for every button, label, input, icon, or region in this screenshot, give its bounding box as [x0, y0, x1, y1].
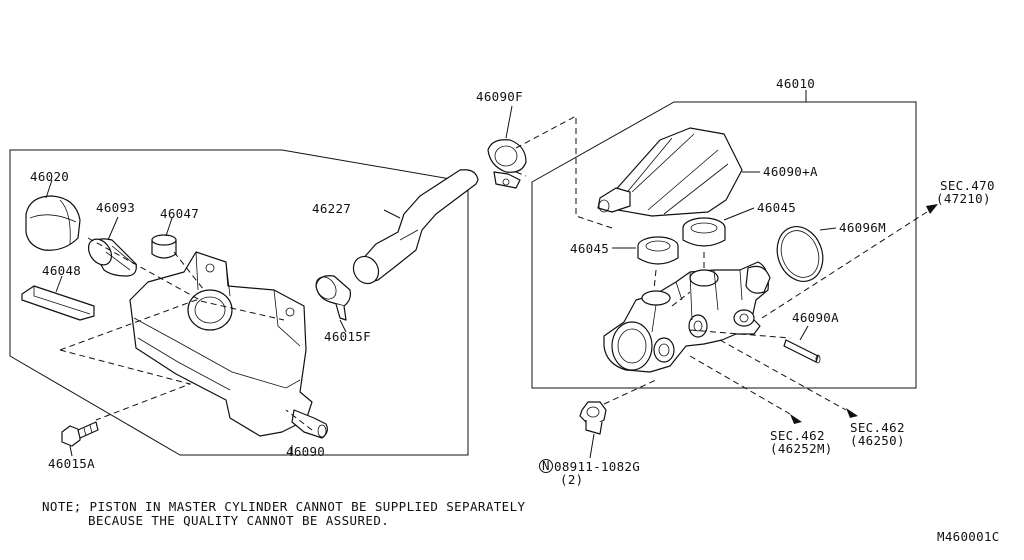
label-sec462-46252M-ref: (46252M)	[770, 441, 833, 456]
clamp-46015F[interactable]	[312, 273, 351, 321]
reservoir-cover-46090plusA[interactable]	[597, 127, 743, 217]
label-sec470-ref: (47210)	[936, 191, 991, 206]
pin-46090A[interactable]	[783, 339, 821, 364]
arrow-sec462b	[846, 408, 858, 418]
master-cylinder-frame	[531, 101, 917, 389]
label-46045-lower[interactable]: 46045	[570, 241, 609, 256]
label-46227[interactable]: 46227	[312, 201, 351, 216]
label-sec462-46252M[interactable]: SEC.462	[770, 428, 825, 443]
label-46015F[interactable]: 46015F	[324, 329, 371, 344]
diagram-code: M460001C	[937, 529, 1000, 544]
label-nut-qty: (2)	[560, 472, 583, 487]
label-46045-upper[interactable]: 46045	[757, 200, 796, 215]
note-line-2: BECAUSE THE QUALITY CANNOT BE ASSURED.	[88, 513, 389, 528]
arrow-sec462a	[790, 414, 802, 424]
seal-46047[interactable]	[151, 234, 177, 259]
label-46015A[interactable]: 46015A	[48, 456, 95, 471]
nut-08911-1082G[interactable]	[579, 401, 607, 435]
bolt-46015A[interactable]	[61, 421, 99, 447]
label-46090[interactable]: 46090	[286, 444, 325, 459]
bracket-46048[interactable]	[21, 285, 95, 321]
label-46010[interactable]: 46010	[776, 76, 815, 91]
arrow-sec470	[926, 204, 938, 214]
reservoir-tank[interactable]	[129, 251, 328, 439]
hose-46227[interactable]	[349, 169, 479, 288]
label-46090A[interactable]: 46090A	[792, 310, 839, 325]
label-46090plusA[interactable]: 46090+A	[763, 164, 818, 179]
label-46048[interactable]: 46048	[42, 263, 81, 278]
seal-46045-lower[interactable]	[637, 236, 679, 265]
clamp-46090F[interactable]	[487, 139, 527, 189]
label-sec462-46250[interactable]: SEC.462	[850, 420, 905, 435]
reservoir-assembly-frame	[9, 149, 469, 456]
n-symbol: N	[542, 458, 550, 473]
label-46020[interactable]: 46020	[30, 169, 69, 184]
label-nut-08911-1082G[interactable]: 08911-1082G	[554, 459, 640, 474]
master-cylinder-body[interactable]	[603, 261, 771, 373]
label-sec462-46250-ref: (46250)	[850, 433, 905, 448]
label-sec470[interactable]: SEC.470	[940, 178, 995, 193]
seal-46045-upper[interactable]	[682, 217, 726, 247]
label-46093[interactable]: 46093	[96, 200, 135, 215]
reservoir-cap-46020[interactable]	[25, 195, 81, 251]
n-symbol-circle	[539, 459, 553, 473]
o-ring-46096M[interactable]	[770, 220, 830, 288]
label-46090F[interactable]: 46090F	[476, 89, 523, 104]
note-line-1: NOTE; PISTON IN MASTER CYLINDER CANNOT B…	[42, 499, 526, 514]
label-46047[interactable]: 46047	[160, 206, 199, 221]
filter-46093[interactable]	[84, 235, 137, 277]
label-46096M[interactable]: 46096M	[839, 220, 886, 235]
